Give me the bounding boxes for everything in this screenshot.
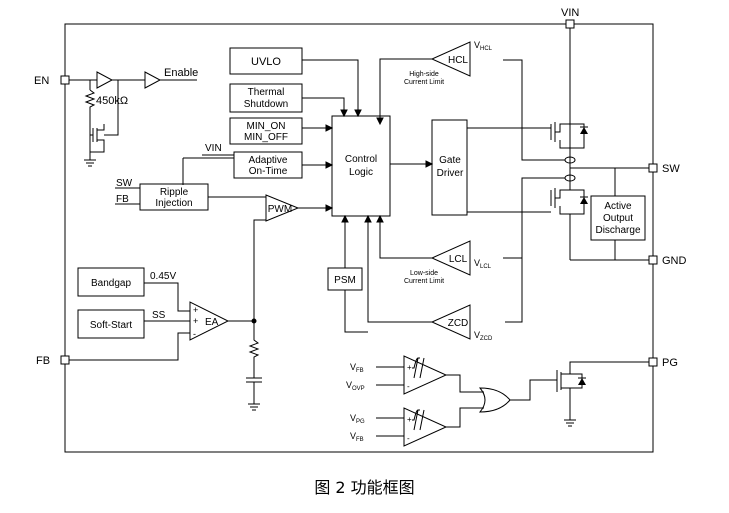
bandgap-label: Bandgap [91, 278, 131, 289]
svg-text:-: - [407, 382, 410, 391]
high-side-label-1: High-side [409, 71, 439, 78]
soft-start-block [77, 309, 145, 339]
active-output-discharge-block [590, 195, 646, 241]
pwm-comparator [265, 194, 300, 222]
pg-comparator [403, 407, 448, 447]
gate-label-2: Driver [437, 168, 464, 179]
vfb2-label: VFB [350, 431, 364, 443]
hysteresis-icon-2 [412, 409, 425, 431]
pin-en [60, 75, 70, 85]
vin-input-label: VIN [205, 143, 222, 154]
pin-en-label: EN [34, 75, 49, 87]
error-amplifier [189, 301, 230, 341]
pin-pg [648, 357, 658, 367]
ea-plus-2: + [193, 316, 198, 326]
vovp-label: VOVP [346, 380, 365, 392]
uvlo-label: UVLO [251, 56, 281, 68]
en-buffer-1 [96, 71, 114, 89]
ea-minus: - [193, 329, 196, 339]
ea-plus-1: + [193, 305, 198, 315]
v045-label: 0.45V [150, 271, 176, 282]
svg-text:-: - [407, 434, 410, 443]
hcl-comparator [430, 41, 471, 77]
functional-block-diagram: VIN EN SW GND FB PG Enable 450kΩ UVLO Th… [34, 7, 687, 453]
ss-label: SS [152, 310, 166, 321]
pin-vin-label: VIN [561, 7, 579, 19]
psm-label: PSM [334, 275, 356, 286]
or-gate [478, 387, 511, 413]
control-label-1: Control [345, 154, 377, 165]
lcl-comparator [430, 240, 471, 276]
resistor-450k-label: 450kΩ [96, 95, 128, 107]
low-side-label-1: Low-side [410, 270, 438, 277]
hcl-label: HCL [448, 55, 468, 66]
discharge-label-2: Output [603, 213, 633, 224]
enable-label: Enable [164, 67, 198, 79]
pin-gnd [648, 255, 658, 265]
pin-sw-label: SW [662, 163, 680, 175]
chip-outline [64, 23, 654, 453]
bandgap-block [77, 267, 145, 297]
hs-body-diode [570, 123, 585, 149]
en-buffer-2 [144, 71, 162, 89]
fb-input-label: FB [116, 194, 129, 205]
adaptive-label-1: Adaptive [249, 155, 288, 166]
ripple-label-2: Injection [155, 198, 192, 209]
uvlo-block [229, 47, 303, 75]
control-logic-block [331, 115, 391, 217]
svg-text:+: + [407, 415, 412, 424]
pin-sw [648, 163, 658, 173]
vlcl-label: VLCL [474, 258, 492, 270]
vzcd-label: VZCD [474, 330, 493, 342]
soft-start-label: Soft-Start [90, 320, 132, 331]
vpg-label: VPG [350, 413, 365, 425]
adaptive-label-2: On-Time [249, 166, 288, 177]
zcd-comparator [430, 304, 471, 340]
min-on-label: MIN_ON [247, 121, 286, 132]
hysteresis-icon-1 [412, 357, 425, 379]
sw-input-label: SW [116, 178, 133, 189]
svg-text:+: + [407, 363, 412, 372]
ea-label: EA [205, 317, 219, 328]
gate-driver-block [431, 119, 468, 216]
pwm-label: PWM [268, 204, 292, 215]
figure-caption: 图 2 功能框图 [314, 478, 415, 497]
low-side-label-2: Current Limit [404, 278, 444, 285]
ovp-comparator [403, 355, 448, 395]
discharge-label-1: Active [604, 201, 632, 212]
high-side-label-2: Current Limit [404, 79, 444, 86]
thermal-label-1: Thermal [248, 87, 285, 98]
control-label-2: Logic [349, 167, 373, 178]
pin-fb-label: FB [36, 355, 50, 367]
thermal-label-2: Shutdown [244, 99, 288, 110]
min-on-off-block [229, 117, 303, 145]
discharge-label-3: Discharge [595, 225, 640, 236]
min-off-label: MIN_OFF [244, 132, 288, 143]
vfb1-label: VFB [350, 362, 364, 374]
pin-pg-label: PG [662, 357, 678, 369]
gate-label-1: Gate [439, 155, 461, 166]
ripple-label-1: Ripple [160, 187, 189, 198]
pin-fb [60, 355, 70, 365]
pin-vin [565, 19, 575, 29]
lcl-label: LCL [449, 254, 468, 265]
pin-gnd-label: GND [662, 255, 687, 267]
zcd-label: ZCD [448, 318, 469, 329]
vhcl-label: VHCL [474, 40, 493, 52]
